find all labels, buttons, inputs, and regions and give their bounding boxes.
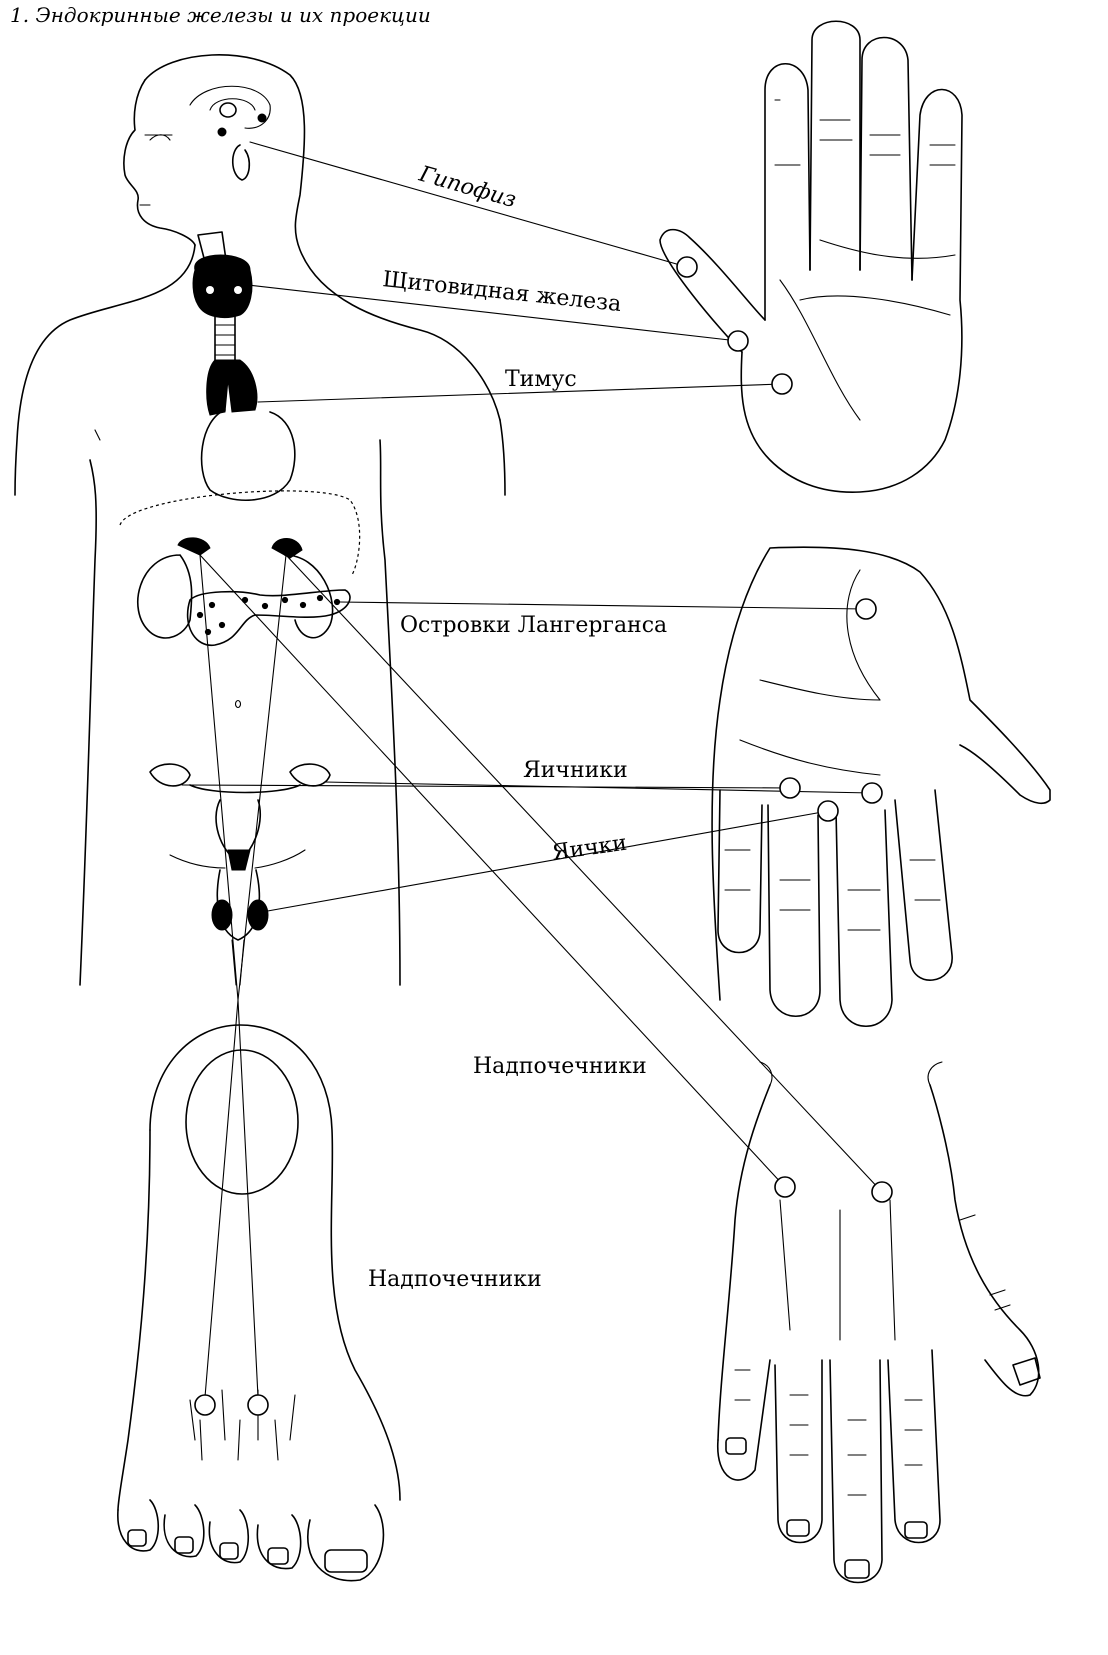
adrenal-foot-point-left <box>195 1395 215 1415</box>
label-adrenals-hand: Надпочечники <box>473 1054 647 1079</box>
label-adrenals-foot: Надпочечники <box>368 1267 542 1292</box>
adrenal-foot-left-line <box>200 555 238 1000</box>
adrenal-foot-point-right <box>248 1395 268 1415</box>
adrenal-hand-point-right <box>872 1182 892 1202</box>
adrenal-hand-left-connector <box>200 555 785 1187</box>
thyroid-point <box>728 331 748 351</box>
testes-connector <box>262 811 828 912</box>
label-langerhans: Островки Лангерганса <box>400 613 667 638</box>
label-testes: Яички <box>550 831 628 866</box>
adrenal-hand-point-left <box>775 1177 795 1197</box>
hypophysis-point <box>677 257 697 277</box>
palm-hand-figure <box>660 21 962 492</box>
adrenal-hand-right-connector <box>286 555 882 1192</box>
hypophysis-connector <box>250 142 687 267</box>
figure-caption: 1. Эндокринные железы и их проекции <box>10 3 431 27</box>
langerhans-point <box>856 599 876 619</box>
label-hypophysis: Гипофиз <box>415 161 519 213</box>
ovary-point-right <box>862 783 882 803</box>
ovary-point-left <box>780 778 800 798</box>
middle-hand-figure <box>712 547 1050 1026</box>
projection-points <box>195 257 892 1415</box>
back-hand-figure <box>718 1062 1040 1583</box>
foot-figure <box>118 1025 400 1581</box>
langerhans-connector <box>340 602 866 609</box>
label-thymus: Тимус <box>505 367 577 392</box>
thymus-point <box>772 374 792 394</box>
label-thyroid: Щитовидная железа <box>381 267 622 317</box>
label-ovaries: Яичники <box>523 758 628 783</box>
testes-point <box>818 801 838 821</box>
